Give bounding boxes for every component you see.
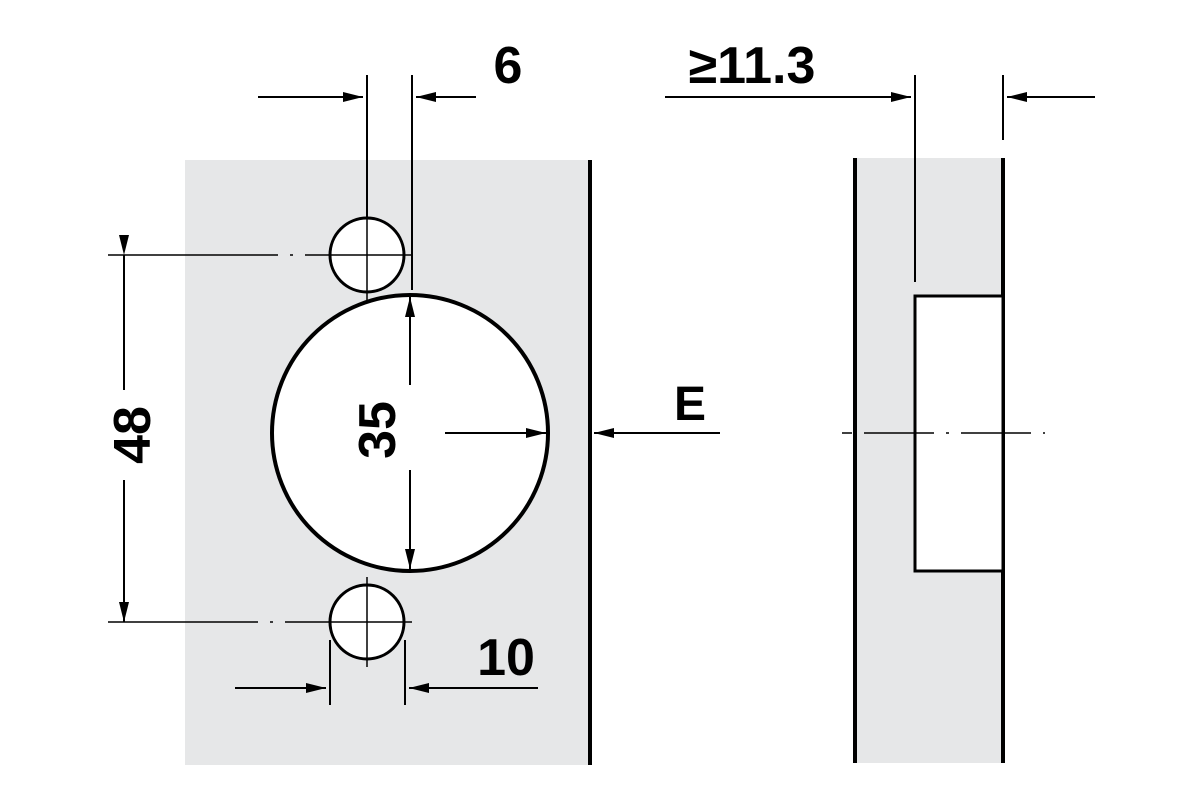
- label-6: 6: [494, 37, 523, 95]
- label-edge: E: [674, 378, 706, 431]
- front-view: 6 E 10 48 35: [104, 37, 720, 765]
- label-35: 35: [349, 401, 407, 459]
- screw-hole-top: [322, 210, 412, 300]
- dimension-6: [258, 75, 476, 290]
- dimension-10: [235, 640, 538, 705]
- label-48: 48: [104, 406, 162, 464]
- label-min-depth: ≥11.3: [689, 37, 816, 95]
- cup-hole: [270, 293, 550, 573]
- label-10: 10: [477, 629, 535, 687]
- dimension-min-depth: [665, 75, 1095, 282]
- screw-hole-bottom: [322, 577, 412, 667]
- side-view: ≥11.3: [665, 37, 1095, 763]
